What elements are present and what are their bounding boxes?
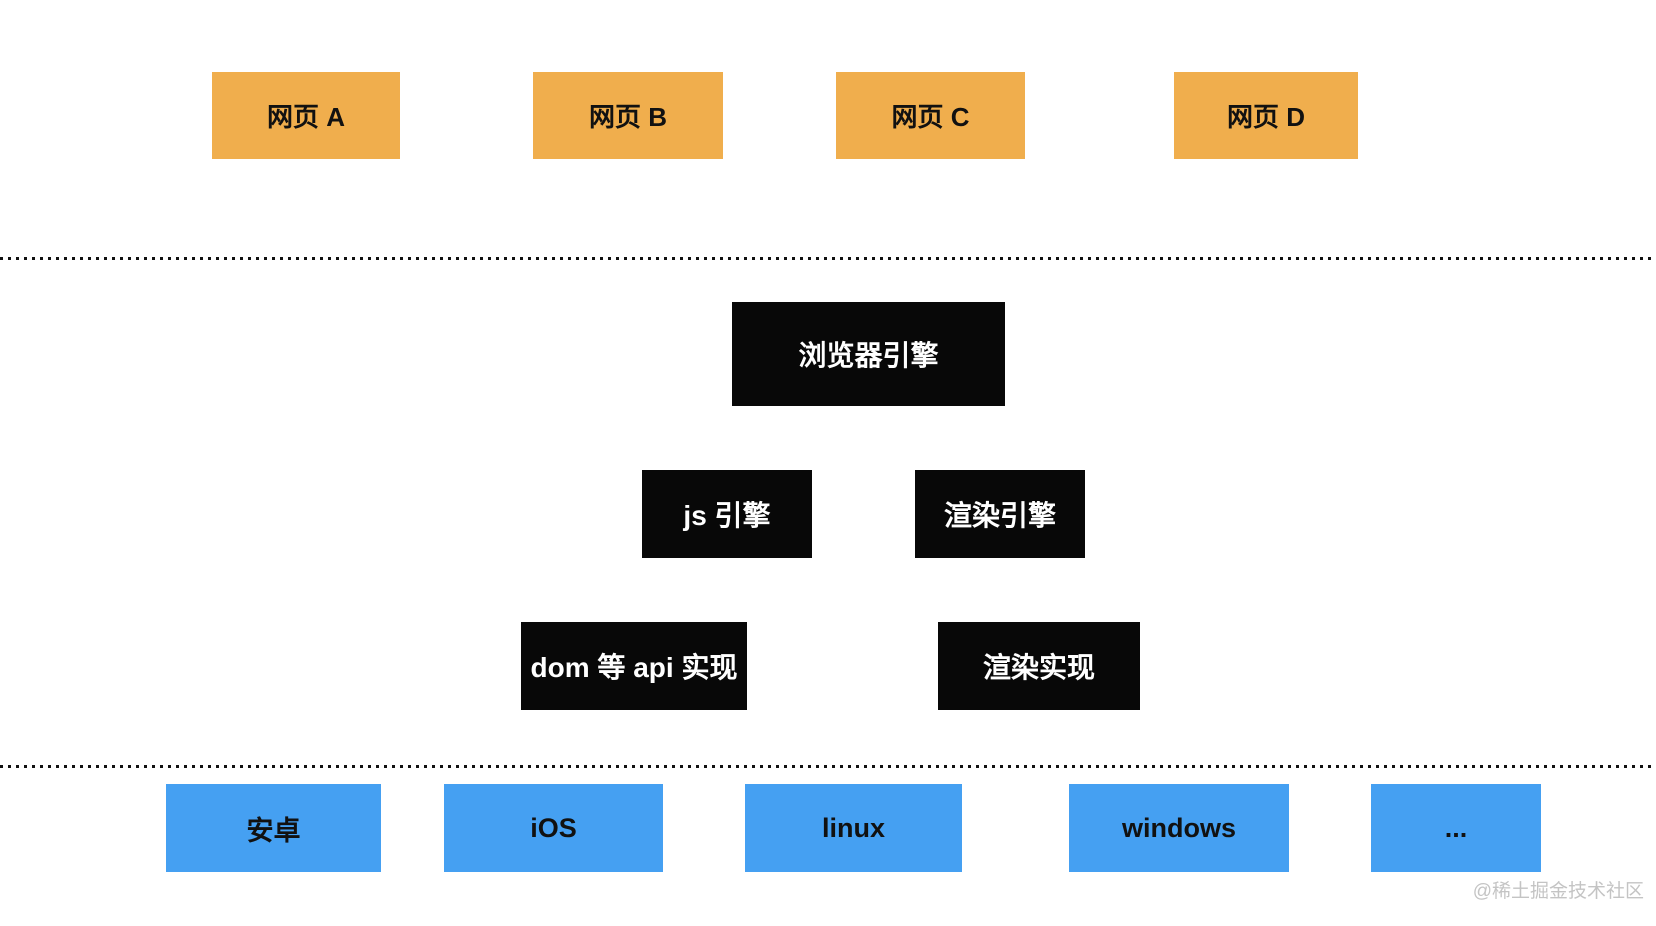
separator-bottom-dotted-line: [0, 765, 1656, 768]
platform-ios-box: iOS: [444, 784, 663, 872]
webpage-b-box: 网页 B: [533, 72, 723, 159]
webpage-d-box: 网页 D: [1174, 72, 1358, 159]
browser-engine-box: 浏览器引擎: [732, 302, 1005, 406]
watermark-text: @稀土掘金技术社区: [1472, 881, 1644, 902]
dom-api-implementation-box: dom 等 api 实现: [521, 622, 747, 710]
js-engine-box: js 引擎: [642, 470, 812, 558]
webpage-c-box: 网页 C: [836, 72, 1025, 159]
platform-android-box: 安卓: [166, 784, 381, 872]
platform-more-box: ...: [1371, 784, 1541, 872]
render-engine-box: 渲染引擎: [915, 470, 1085, 558]
render-implementation-box: 渲染实现: [938, 622, 1140, 710]
webpage-a-box: 网页 A: [212, 72, 400, 159]
platform-windows-box: windows: [1069, 784, 1289, 872]
platform-linux-box: linux: [745, 784, 962, 872]
separator-top-dotted-line: [0, 257, 1656, 260]
